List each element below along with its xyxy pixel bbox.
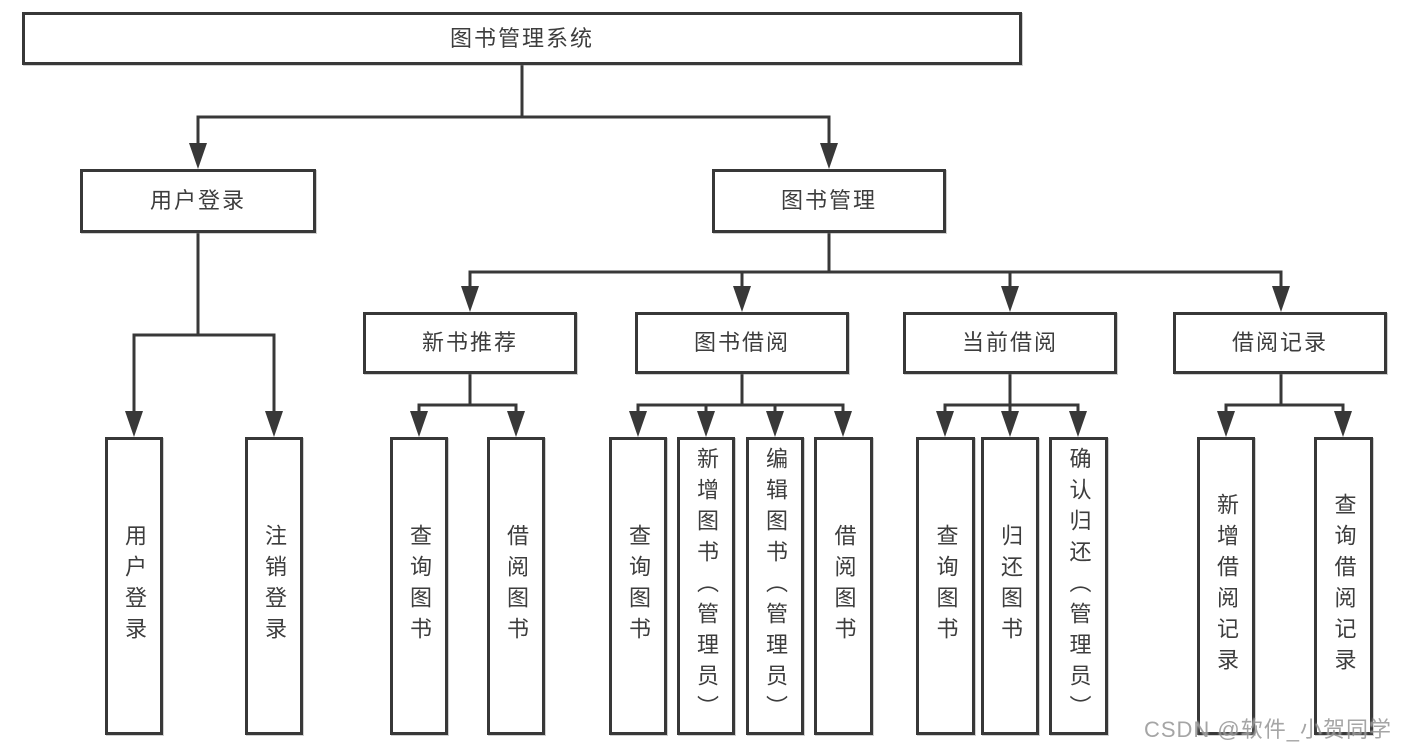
- arrow-icon: [410, 411, 428, 437]
- arrow-icon: [820, 143, 838, 169]
- node-label: 图书管理系统: [449, 25, 594, 51]
- node-leaf-logout: 注销登录: [245, 437, 303, 735]
- node-label: 确认归还（管理员）: [1066, 446, 1092, 726]
- node-leaf-edit-book-admin: 编辑图书（管理员）: [746, 437, 804, 735]
- arrow-icon: [189, 143, 207, 169]
- node-label: 查询图书: [933, 524, 959, 648]
- node-leaf-query-borrow-record: 查询借阅记录: [1314, 437, 1373, 735]
- node-label: 新增借阅记录: [1214, 493, 1239, 679]
- arrow-icon: [1217, 411, 1235, 437]
- node-label: 当前借阅: [961, 330, 1058, 355]
- arrow-icon: [1001, 286, 1019, 312]
- node-label: 查询借阅记录: [1331, 493, 1357, 679]
- arrow-icon: [1272, 286, 1290, 312]
- node-label: 图书管理: [780, 188, 877, 213]
- arrow-icon: [1334, 411, 1352, 437]
- arrow-icon: [1069, 411, 1087, 437]
- connector-borrow-records-to-leaves: [1224, 372, 1345, 416]
- node-new-book-recommend: 新书推荐: [363, 312, 577, 374]
- node-library-management-system: 图书管理系统: [22, 12, 1022, 65]
- arrow-icon: [834, 411, 852, 437]
- arrow-icon: [507, 411, 525, 437]
- arrow-icon: [733, 286, 751, 312]
- node-label: 借阅图书: [504, 524, 529, 648]
- node-leaf-query-book-borrow: 查询图书: [609, 437, 667, 735]
- node-label: 新增图书（管理员）: [694, 446, 719, 726]
- arrow-icon: [629, 411, 647, 437]
- node-current-borrow: 当前借阅: [903, 312, 1117, 374]
- node-label: 图书借阅: [693, 330, 790, 355]
- arrow-icon: [461, 286, 479, 312]
- node-leaf-query-book-recommend: 查询图书: [390, 437, 448, 735]
- node-label: 查询图书: [626, 524, 651, 648]
- node-leaf-query-book-current: 查询图书: [916, 437, 975, 735]
- node-borrow-records: 借阅记录: [1173, 312, 1387, 374]
- node-book-borrow: 图书借阅: [635, 312, 849, 374]
- connector-user-login-to-leaves: [132, 231, 276, 416]
- node-label: 借阅记录: [1231, 330, 1328, 355]
- node-label: 编辑图书（管理员）: [763, 446, 788, 726]
- node-user-login-group: 用户登录: [80, 169, 316, 233]
- arrow-icon: [697, 411, 715, 437]
- connector-book-mgmt-to-level3: [468, 231, 1283, 292]
- arrow-icon: [936, 411, 954, 437]
- node-label: 新书推荐: [421, 330, 518, 355]
- connector-current-borrow-to-leaves: [943, 372, 1080, 416]
- node-label: 用户登录: [122, 524, 147, 648]
- connector-new-book-to-leaves: [417, 372, 518, 416]
- node-leaf-borrow-book: 借阅图书: [814, 437, 873, 735]
- node-leaf-return-book: 归还图书: [981, 437, 1039, 735]
- node-leaf-add-book-admin: 新增图书（管理员）: [677, 437, 735, 735]
- connector-book-borrow-to-leaves: [636, 372, 845, 416]
- arrow-icon: [125, 411, 143, 437]
- node-book-management: 图书管理: [712, 169, 946, 233]
- node-label: 查询图书: [407, 524, 432, 648]
- arrow-icon: [1001, 411, 1019, 437]
- arrow-icon: [265, 411, 283, 437]
- node-label: 归还图书: [998, 524, 1023, 648]
- node-leaf-add-borrow-record: 新增借阅记录: [1197, 437, 1255, 735]
- node-leaf-confirm-return-admin: 确认归还（管理员）: [1049, 437, 1108, 735]
- arrow-icon: [766, 411, 784, 437]
- csdn-watermark: CSDN @软件_小贺同学: [1143, 717, 1392, 742]
- connector-root-to-level2: [196, 63, 831, 148]
- node-label: 注销登录: [262, 524, 287, 648]
- node-label: 用户登录: [149, 188, 246, 213]
- node-leaf-borrow-book-recommend: 借阅图书: [487, 437, 545, 735]
- node-leaf-user-login: 用户登录: [105, 437, 163, 735]
- node-label: 借阅图书: [831, 524, 857, 648]
